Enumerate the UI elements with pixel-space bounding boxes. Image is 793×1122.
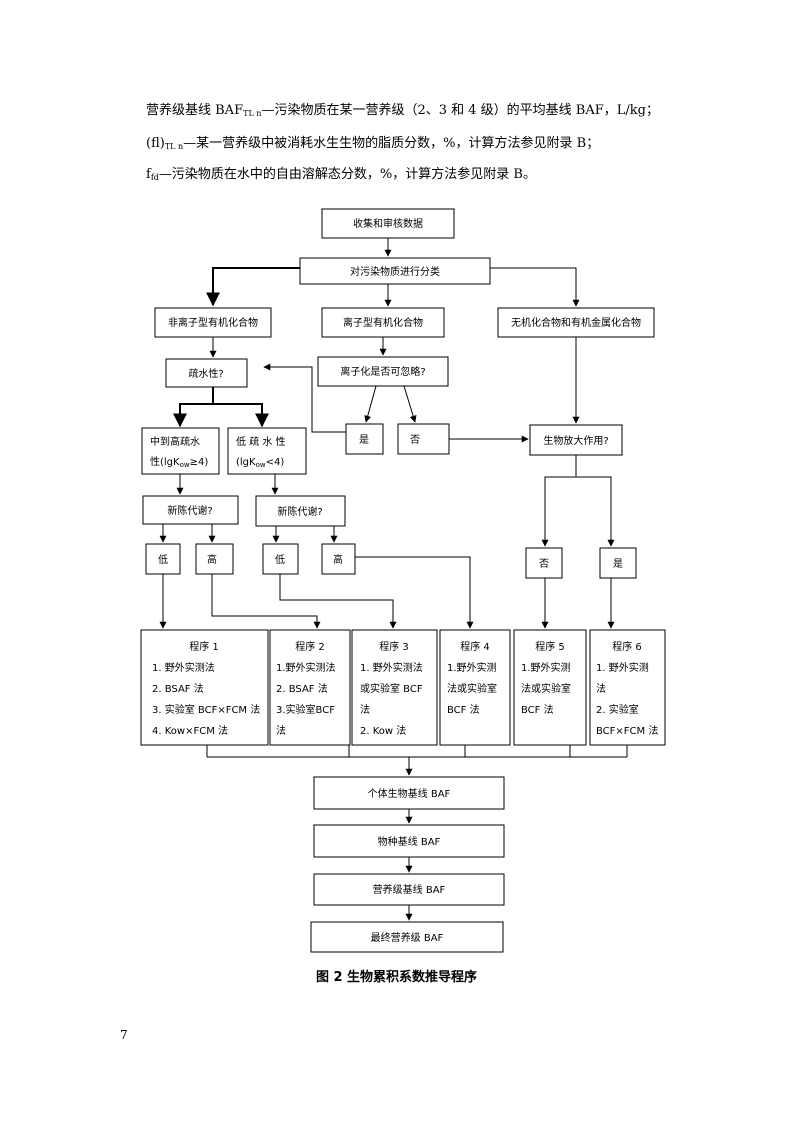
node-individual-baf: 个体生物基线 BAF <box>313 776 505 810</box>
node-procedure-6: 程序 6 1. 野外实测 法 2. 实验室 BCF×FCM 法 <box>589 629 666 746</box>
svg-text:BCF×FCM 法: BCF×FCM 法 <box>596 724 658 737</box>
definition-line-1: 营养级基线 BAFTL n—污染物质在某一营养级（2、3 和 4 级）的平均基线… <box>146 103 659 118</box>
svg-text:法: 法 <box>596 682 606 695</box>
svg-text:对污染物质进行分类: 对污染物质进行分类 <box>350 265 440 278</box>
node-trophic-baf: 营养级基线 BAF <box>313 873 505 906</box>
svg-text:否: 否 <box>410 434 420 446</box>
node-ionic-organic: 离子型有机化合物 <box>321 307 445 338</box>
node-collect-data: 收集和审核数据 <box>321 208 455 239</box>
svg-text:4. Kow×FCM 法: 4. Kow×FCM 法 <box>152 724 228 737</box>
svg-text:3.实验室BCF: 3.实验室BCF <box>276 703 335 716</box>
svg-text:营养级基线 BAF: 营养级基线 BAF <box>373 883 446 896</box>
node-ion-no: 否 <box>397 423 450 455</box>
svg-text:新陈代谢?: 新陈代谢? <box>167 504 212 517</box>
svg-text:离子化是否可忽略?: 离子化是否可忽略? <box>340 365 425 378</box>
node-ion-yes: 是 <box>345 423 384 455</box>
node-procedure-2: 程序 2 1.野外实测法 2. BSAF 法 3.实验室BCF 法 <box>269 629 351 746</box>
svg-text:程序 4: 程序 4 <box>460 640 490 653</box>
node-procedure-5: 程序 5 1.野外实测 法或实验室 BCF 法 <box>513 629 587 746</box>
node-metabolism-question-1: 新陈代谢? <box>142 495 239 525</box>
svg-text:低: 低 <box>275 553 285 566</box>
node-nonionic-organic: 非离子型有机化合物 <box>154 307 272 338</box>
svg-text:程序 5: 程序 5 <box>535 640 565 653</box>
node-low-1: 低 <box>145 543 181 575</box>
svg-text:离子型有机化合物: 离子型有机化合物 <box>343 316 423 329</box>
svg-text:最终营养级 BAF: 最终营养级 BAF <box>371 931 444 944</box>
svg-text:低: 低 <box>158 553 168 566</box>
svg-text:是: 是 <box>359 434 369 446</box>
svg-text:个体生物基线 BAF: 个体生物基线 BAF <box>368 787 451 800</box>
node-procedure-3: 程序 3 1. 野外实测法 或实验室 BCF 法 2. Kow 法 <box>351 629 438 746</box>
node-bio-yes: 是 <box>599 547 637 579</box>
svg-text:2. Kow 法: 2. Kow 法 <box>360 724 406 737</box>
svg-text:高: 高 <box>333 553 343 566</box>
svg-text:高: 高 <box>207 553 217 566</box>
figure-caption: 图 2 生物累积系数推导程序 <box>315 970 478 985</box>
svg-text:1.野外实测: 1.野外实测 <box>447 661 497 674</box>
svg-text:性(lgKow≥4): 性(lgKow≥4) <box>150 455 208 469</box>
node-classify: 对污染物质进行分类 <box>299 257 491 285</box>
node-inorganic: 无机化合物和有机金属化合物 <box>497 307 655 338</box>
node-procedure-1: 程序 1 1. 野外实测法 2. BSAF 法 3. 实验室 BCF×FCM 法… <box>140 629 269 746</box>
svg-text:1. 野外实测: 1. 野外实测 <box>596 661 649 674</box>
page-number: 7 <box>120 1028 128 1042</box>
svg-text:法: 法 <box>276 724 286 737</box>
svg-text:BCF 法: BCF 法 <box>521 703 554 716</box>
svg-text:否: 否 <box>539 558 549 570</box>
svg-text:法: 法 <box>360 703 370 716</box>
node-species-baf: 物种基线 BAF <box>313 824 505 858</box>
node-high-1: 高 <box>195 543 234 575</box>
svg-text:程序 3: 程序 3 <box>379 640 409 653</box>
svg-text:2. BSAF 法: 2. BSAF 法 <box>152 682 204 695</box>
svg-text:收集和审核数据: 收集和审核数据 <box>353 217 423 230</box>
svg-text:程序 1: 程序 1 <box>189 640 219 653</box>
node-low-hydrophobic: 低 疏 水 性 (lgKow<4) <box>227 427 307 475</box>
node-low-2: 低 <box>262 543 299 575</box>
svg-text:1.野外实测: 1.野外实测 <box>521 661 571 674</box>
svg-text:1. 野外实测法: 1. 野外实测法 <box>360 661 423 674</box>
node-hydrophobic-question: 疏水性? <box>165 358 248 388</box>
node-biomagnification-question: 生物放大作用? <box>529 424 623 456</box>
svg-text:非离子型有机化合物: 非离子型有机化合物 <box>168 316 258 329</box>
node-high-2: 高 <box>321 543 356 575</box>
definition-line-2: (fl)TL n—某一营养级中被消耗水生生物的脂质分数，%，计算方法参见附录 B… <box>146 136 600 151</box>
node-mid-high-hydrophobic: 中到高疏水 性(lgKow≥4) <box>141 427 220 475</box>
svg-text:(lgKow<4): (lgKow<4) <box>236 457 284 469</box>
svg-text:程序 6: 程序 6 <box>612 640 642 653</box>
flowchart-connectors <box>159 238 628 921</box>
svg-text:2. 实验室: 2. 实验室 <box>596 703 639 716</box>
svg-text:低 疏 水 性: 低 疏 水 性 <box>236 435 286 448</box>
definition-line-3: ffd—污染物质在水中的自由溶解态分数，%，计算方法参见附录 B。 <box>146 167 536 182</box>
svg-text:程序 2: 程序 2 <box>295 640 325 653</box>
svg-text:1.野外实测法: 1.野外实测法 <box>276 661 336 674</box>
svg-text:BCF 法: BCF 法 <box>447 703 480 716</box>
node-bio-no: 否 <box>525 547 563 579</box>
node-final-baf: 最终营养级 BAF <box>310 921 504 953</box>
svg-text:生物放大作用?: 生物放大作用? <box>543 434 608 447</box>
svg-text:或实验室 BCF: 或实验室 BCF <box>360 682 423 695</box>
svg-text:新陈代谢?: 新陈代谢? <box>277 505 322 518</box>
svg-text:法或实验室: 法或实验室 <box>447 682 497 695</box>
node-procedure-4: 程序 4 1.野外实测 法或实验室 BCF 法 <box>439 629 511 746</box>
svg-text:中到高疏水: 中到高疏水 <box>150 435 200 448</box>
node-ionization-question: 离子化是否可忽略? <box>317 356 449 387</box>
svg-text:3. 实验室 BCF×FCM 法: 3. 实验室 BCF×FCM 法 <box>152 703 260 716</box>
svg-text:法或实验室: 法或实验室 <box>521 682 571 695</box>
svg-text:无机化合物和有机金属化合物: 无机化合物和有机金属化合物 <box>511 316 641 329</box>
svg-text:是: 是 <box>613 558 623 570</box>
svg-text:1. 野外实测法: 1. 野外实测法 <box>152 661 215 674</box>
svg-text:疏水性?: 疏水性? <box>188 367 223 380</box>
node-metabolism-question-2: 新陈代谢? <box>255 495 346 527</box>
svg-text:物种基线 BAF: 物种基线 BAF <box>378 835 441 848</box>
svg-text:2. BSAF 法: 2. BSAF 法 <box>276 682 328 695</box>
